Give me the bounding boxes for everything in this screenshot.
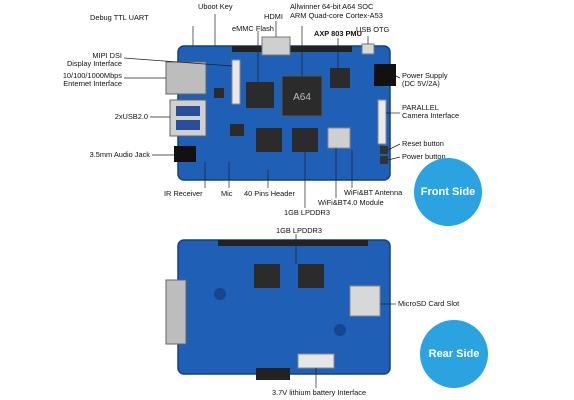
rear-microsd-slot xyxy=(349,285,381,317)
line-reset xyxy=(387,143,401,151)
rear-bottom-header xyxy=(256,368,290,380)
front-soc-mark: A64 xyxy=(293,92,311,103)
rear-side-connectors xyxy=(165,279,187,345)
front-hdmi-port xyxy=(261,36,291,56)
front-ram-chip-1 xyxy=(256,128,282,152)
label-soc-line2: ARM Quad-core Cortex-A53 xyxy=(290,11,383,20)
front-usb-slot-1 xyxy=(176,106,200,116)
front-ethernet-port xyxy=(165,61,207,95)
label-emmc-flash: eMMC Flash xyxy=(232,24,274,33)
label-wifi-antenna: WiFi&BT Antenna xyxy=(344,188,403,197)
label-mipi-line2: Display Interface xyxy=(66,59,122,68)
rear-ram-chip-2 xyxy=(298,264,324,288)
label-usb2: 2xUSB2.0 xyxy=(114,112,148,121)
label-parallel-line1: PARALLEL xyxy=(402,103,439,112)
line-power-btn xyxy=(387,156,401,161)
front-side-badge: Front Side xyxy=(414,158,482,226)
label-hdmi: HDMI xyxy=(264,12,283,21)
front-ram-chip-2 xyxy=(292,128,318,152)
label-usb-otg: USB OTG xyxy=(356,25,390,34)
label-microsd: MicroSD Card Slot xyxy=(398,299,460,308)
front-usb-stack xyxy=(169,99,207,137)
front-power-jack xyxy=(374,64,396,86)
label-power-line2: (DC 5V/2A) xyxy=(402,79,440,88)
label-axp-pmu: AXP 803 PMU xyxy=(314,29,362,38)
rear-side-badge: Rear Side xyxy=(420,320,488,388)
line-power-supply xyxy=(395,75,401,79)
line-mipi xyxy=(123,57,233,67)
rear-via-2 xyxy=(334,324,346,336)
rear-ram-chip-1 xyxy=(254,264,280,288)
front-small-chip-1 xyxy=(230,124,244,136)
front-small-chip-2 xyxy=(214,88,224,98)
label-uboot-key: Uboot Key xyxy=(198,2,233,11)
front-audio-jack xyxy=(174,146,196,162)
label-parallel-line2: Camera Interface xyxy=(402,111,460,120)
front-soc-chip xyxy=(281,75,323,117)
front-emmc-chip xyxy=(246,82,274,108)
front-gpio-header xyxy=(232,46,352,52)
label-ir-receiver: IR Receiver xyxy=(164,189,203,198)
label-lpddr3-rear: 1GB LPDDR3 xyxy=(276,226,323,235)
front-reset-btn xyxy=(380,146,388,154)
front-wifi-module xyxy=(327,127,351,149)
front-power-btn xyxy=(380,156,388,164)
label-ethernet-line2: Enternet Interface xyxy=(63,79,122,88)
front-board: A64 xyxy=(165,36,396,181)
label-soc-line1: Allwinner 64-bit A64 SOC xyxy=(290,2,374,11)
label-reset-button: Reset button xyxy=(402,139,444,148)
label-lpddr3-front: 1GB LPDDR3 xyxy=(284,208,331,217)
label-ethernet-line1: 10/100/1000Mbps xyxy=(62,71,122,80)
label-audio-jack: 3.5mm Audio Jack xyxy=(89,150,150,159)
rear-board xyxy=(165,239,391,380)
label-debug-uart: Debug TTL UART xyxy=(90,13,149,22)
label-wifi-module: WiFi&BT4.0 Module xyxy=(318,198,384,207)
rear-battery-connector xyxy=(297,353,335,369)
front-usb-otg-port xyxy=(361,43,375,55)
label-power-button: Power button xyxy=(402,152,446,161)
front-usb-slot-2 xyxy=(176,120,200,130)
front-pmu-chip xyxy=(330,68,350,88)
label-power-line1: Power Supply xyxy=(402,71,448,80)
front-mipi-connector xyxy=(231,59,241,105)
rear-gpio-header xyxy=(218,240,368,246)
label-pins-header: 40 Pins Header xyxy=(244,189,295,198)
rear-via-1 xyxy=(214,288,226,300)
leader-lines xyxy=(123,14,401,388)
label-battery: 3.7V lithium battery Interface xyxy=(272,388,367,397)
label-mic: Mic xyxy=(221,189,233,198)
label-mipi-line1: MIPI DSI xyxy=(92,51,122,60)
front-camera-connector xyxy=(377,99,387,145)
